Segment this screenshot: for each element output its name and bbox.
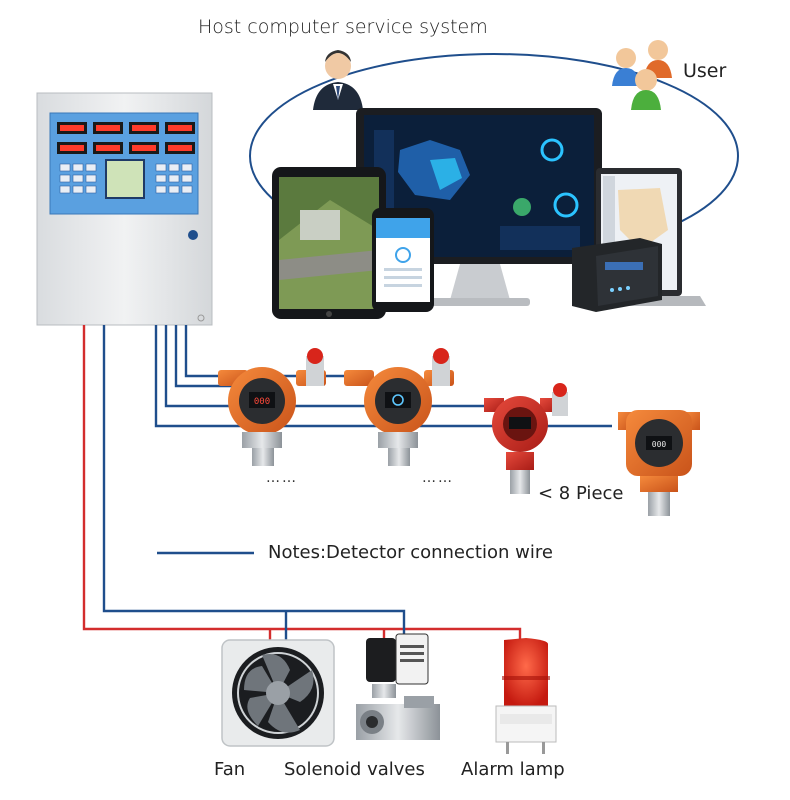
alarm-lamp-icon (495, 638, 557, 754)
gas-detector-4: 000 (618, 410, 700, 516)
users-group-icon (612, 40, 672, 110)
gas-detector-3 (484, 383, 568, 494)
detector-ellipsis-right: …… (422, 470, 454, 486)
user-label: User (683, 60, 727, 82)
svg-text:000: 000 (652, 440, 667, 449)
fan-label: Fan (214, 759, 246, 780)
svg-text:000: 000 (254, 397, 270, 407)
fan-icon (221, 639, 335, 747)
controller-cabinet (36, 92, 213, 326)
gateway-device (572, 238, 662, 312)
admin-avatar-icon (313, 50, 363, 110)
alarm-lamp-label: Alarm lamp (461, 759, 565, 780)
solenoid-valves-label: Solenoid valves (284, 759, 425, 780)
solenoid-valve-icon (356, 633, 440, 740)
notes-label: Notes:Detector connection wire (268, 542, 553, 563)
phone-device (372, 208, 434, 312)
gas-detector-2 (344, 348, 454, 466)
detector-ellipsis-left: …… (266, 470, 298, 486)
gas-detector-1: 000 (218, 348, 326, 466)
detector-count-label: < 8 Piece (538, 483, 624, 504)
diagram-title: Host computer service system (198, 16, 488, 38)
tablet-device (272, 167, 386, 319)
